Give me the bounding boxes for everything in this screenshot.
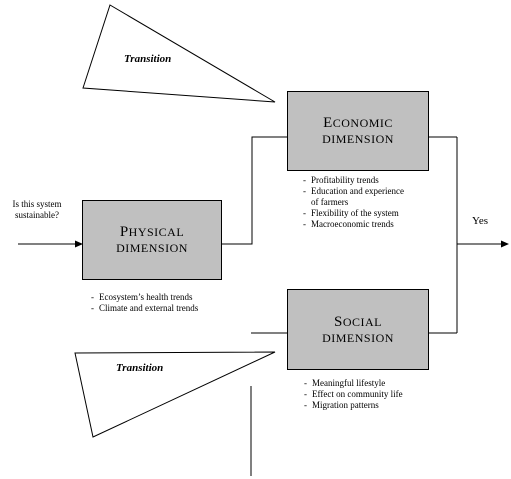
economic-dimension-box: ECONOMIC DIMENSION (287, 91, 429, 171)
social-bullets: -Meaningful lifestyle -Effect on communi… (304, 378, 403, 411)
transition-triangle-bottom (74, 351, 276, 438)
list-item: -Profitability trends (303, 175, 379, 185)
physical-dimension-box: PHYSICAL DIMENSION (82, 200, 222, 280)
list-item: -Effect on community life (304, 389, 403, 399)
physical-to-economic-connector (222, 136, 288, 245)
list-item: of farmers (311, 197, 349, 207)
social-subtitle: DIMENSION (322, 330, 394, 345)
list-item: -Migration patterns (304, 400, 379, 410)
social-dimension-box: SOCIAL DIMENSION (287, 289, 429, 370)
question-label: Is this system sustainable? (12, 199, 62, 220)
list-item: -Climate and external trends (91, 303, 199, 313)
physical-bullets: -Ecosystem’s health trends -Climate and … (91, 292, 198, 314)
list-item: -Meaningful lifestyle (304, 378, 386, 388)
transition-label-top: Transition (124, 53, 172, 65)
list-item: -Flexibility of the system (303, 208, 399, 218)
economic-title: ECONOMIC (323, 115, 393, 131)
list-item: -Education and experience (303, 186, 404, 196)
list-item: -Ecosystem’s health trends (91, 292, 193, 302)
economic-subtitle: DIMENSION (322, 132, 394, 146)
physical-title: PHYSICAL (119, 224, 185, 240)
yes-label: Yes (472, 215, 489, 227)
social-title: SOCIAL (333, 313, 382, 330)
transition-label-bottom: Transition (116, 362, 164, 374)
transition-triangle-top (82, 4, 276, 103)
input-arrowhead (75, 240, 83, 248)
economic-bullets: -Profitability trends -Education and exp… (303, 175, 404, 230)
physical-subtitle: DIMENSION (116, 241, 188, 255)
list-item: -Macroeconomic trends (303, 219, 394, 229)
yes-arrowhead (501, 240, 509, 248)
